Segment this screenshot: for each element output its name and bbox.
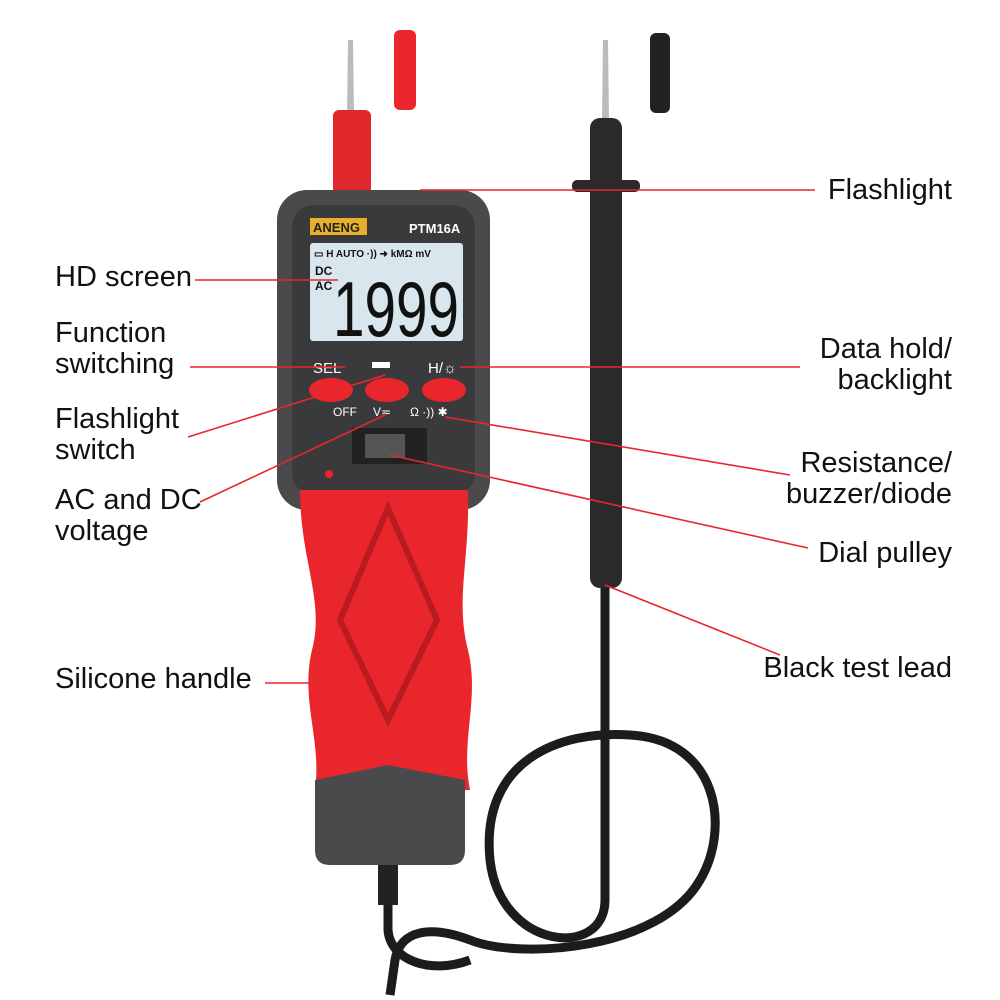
svg-text:OFF: OFF: [333, 405, 357, 419]
lcd-reading: 1999: [333, 265, 459, 353]
lcd-screen: [310, 243, 463, 341]
model-label: PTM16A: [409, 221, 461, 236]
callout-resistance: Resistance/buzzer/diode: [785, 447, 952, 510]
black-probe-cap: [650, 33, 670, 113]
svg-text:Ω ·)) ✱: Ω ·)) ✱: [410, 405, 448, 419]
brand-logo: ANENG: [313, 220, 360, 235]
red-probe-cap: [394, 30, 416, 110]
hold-button: [422, 378, 466, 402]
leader-lines: [187, 189, 815, 684]
flashlight-button: [365, 378, 409, 402]
callout-silicone-handle: Silicone handle: [55, 663, 252, 695]
svg-text:AC: AC: [315, 279, 333, 293]
svg-text:H/☼: H/☼: [428, 360, 457, 377]
sel-button: [309, 378, 353, 402]
black-probe-tip: [602, 40, 609, 120]
callout-black-test-lead: Black test lead: [763, 652, 952, 684]
black-probe-handle: [590, 118, 622, 588]
silicone-handle: [300, 490, 472, 790]
callout-hd-screen: HD screen: [55, 261, 192, 293]
red-cable: [383, 860, 472, 971]
svg-text:V≂: V≂: [373, 405, 391, 419]
svg-text:SEL: SEL: [313, 360, 341, 377]
svg-text:DC: DC: [315, 264, 333, 278]
svg-text:▭ H AUTO ·)) ➜ kMΩ mV: ▭ H AUTO ·)) ➜ kMΩ mV: [314, 249, 431, 260]
red-probe-tip: [347, 40, 354, 115]
callout-dial-pulley: Dial pulley: [818, 537, 952, 569]
bottom-cap: [315, 765, 465, 865]
callout-data-hold: Data hold/backlight: [819, 333, 952, 396]
callout-flashlight: Flashlight: [827, 174, 952, 206]
black-test-lead-cable: [385, 580, 720, 996]
